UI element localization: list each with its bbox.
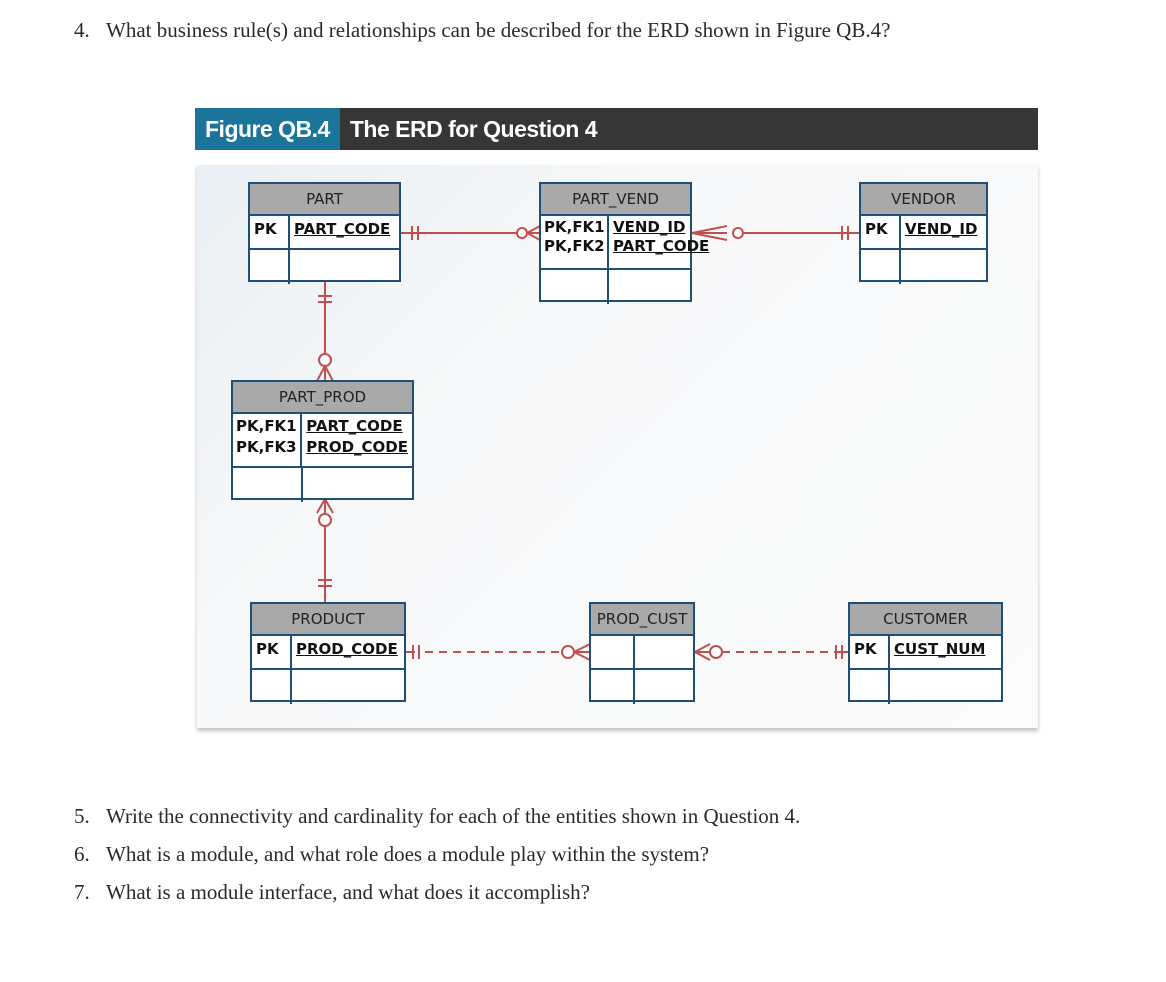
question-text: Write the connectivity and cardinality f… — [106, 804, 801, 828]
key-labels: PK,FK1 PK,FK2 — [541, 216, 609, 268]
attribute-prod-code: PROD_CODE — [306, 438, 408, 456]
key-label: PK,FK1 — [236, 417, 297, 435]
entity-prod-cust: PROD_CUST — [589, 602, 695, 704]
key-label: PK,FK3 — [236, 438, 297, 456]
key-labels: PK,FK1 PK,FK3 — [233, 414, 303, 466]
empty-key-cell — [861, 250, 901, 284]
attribute-vend-id: VEND_ID — [905, 220, 978, 238]
attributes: VEND_ID PART_CODE — [609, 216, 713, 268]
question-6: 6. What is a module, and what role does a… — [74, 842, 709, 867]
empty-attribute-cell — [292, 670, 404, 704]
entity-name: VENDOR — [861, 184, 986, 216]
relationship-vendor-partvend — [691, 225, 859, 241]
question-4: 4. What business rule(s) and relationship… — [74, 18, 890, 43]
question-text: What business rule(s) and relationships … — [106, 18, 891, 42]
relationship-product-partprod — [316, 498, 334, 603]
question-number: 6. — [74, 842, 90, 866]
figure-header: Figure QB.4 The ERD for Question 4 — [195, 108, 1038, 150]
empty-attribute-cell — [609, 270, 690, 304]
relationship-product-prodcust — [406, 643, 591, 661]
question-number: 4. — [74, 18, 90, 42]
entity-vendor: VENDOR PK VEND_ID — [859, 182, 988, 284]
empty-key-cell — [591, 670, 635, 704]
entity-name: PART_PROD — [233, 382, 412, 414]
key-label: PK — [252, 636, 292, 668]
question-number: 7. — [74, 880, 90, 904]
empty-attribute-cell — [635, 670, 693, 704]
attribute-part-code: PART_CODE — [306, 417, 403, 435]
attributes: PART_CODE PROD_CODE — [302, 414, 412, 466]
entity-part: PART PK PART_CODE — [248, 182, 401, 284]
entity-name: PART_VEND — [541, 184, 690, 216]
entity-name: CUSTOMER — [850, 604, 1001, 636]
empty-attribute-cell — [303, 468, 412, 502]
relationship-part-partprod — [316, 281, 334, 382]
empty-key-cell — [850, 670, 890, 704]
empty-key-cell — [591, 636, 635, 668]
question-text: What is a module interface, and what doe… — [106, 880, 590, 904]
question-7: 7. What is a module interface, and what d… — [74, 880, 590, 905]
empty-key-cell — [233, 468, 303, 502]
empty-key-cell — [252, 670, 292, 704]
entity-part-prod: PART_PROD PK,FK1 PK,FK3 PART_CODE PROD_C… — [231, 380, 414, 502]
attribute-cust-num: CUST_NUM — [894, 640, 986, 658]
entity-name: PRODUCT — [252, 604, 404, 636]
relationship-customer-prodcust — [694, 643, 849, 661]
attribute-part-code: PART_CODE — [294, 220, 391, 238]
empty-attribute-cell — [635, 636, 693, 668]
empty-attribute-cell — [290, 250, 399, 284]
question-text: What is a module, and what role does a m… — [106, 842, 710, 866]
attribute-part-code: PART_CODE — [613, 237, 710, 255]
question-number: 5. — [74, 804, 90, 828]
figure-label: Figure QB.4 — [195, 108, 340, 150]
key-label: PK,FK2 — [544, 237, 605, 255]
key-label: PK — [850, 636, 890, 668]
entity-customer: CUSTOMER PK CUST_NUM — [848, 602, 1003, 704]
attribute-prod-code: PROD_CODE — [296, 640, 398, 658]
empty-key-cell — [250, 250, 290, 284]
key-label: PK — [250, 216, 290, 248]
figure-title: The ERD for Question 4 — [349, 116, 598, 142]
key-label: PK — [861, 216, 901, 248]
key-label: PK,FK1 — [544, 218, 605, 236]
relationship-part-partvend — [401, 225, 541, 241]
question-5: 5. Write the connectivity and cardinality… — [74, 804, 800, 829]
entity-part-vend: PART_VEND PK,FK1 PK,FK2 VEND_ID PART_COD… — [539, 182, 709, 304]
empty-attribute-cell — [901, 250, 986, 284]
empty-key-cell — [541, 270, 609, 304]
entity-name: PART — [250, 184, 399, 216]
attribute-vend-id: VEND_ID — [613, 218, 686, 236]
entity-product: PRODUCT PK PROD_CODE — [250, 602, 406, 704]
empty-attribute-cell — [890, 670, 1001, 704]
entity-name: PROD_CUST — [591, 604, 693, 636]
